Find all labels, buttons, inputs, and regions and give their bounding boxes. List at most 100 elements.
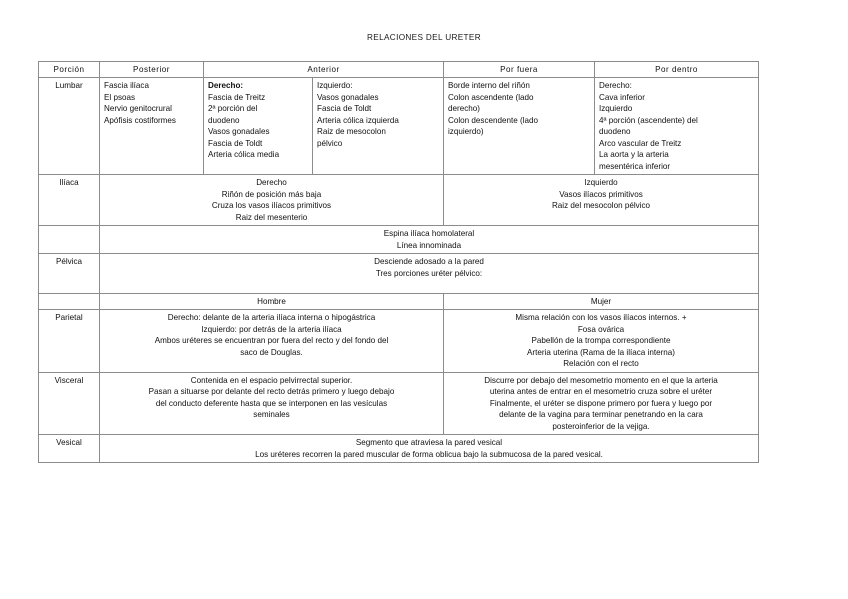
subheader-mujer: Mujer	[443, 292, 759, 311]
ureter-relations-table: Porción Posterior Anterior Por fuera Por…	[38, 60, 759, 464]
text-line: Desciende adosado a la pared	[374, 257, 484, 267]
text-line: 2ª porción del	[208, 104, 258, 114]
text-line: Arteria uterina (Rama de la ilíaca inter…	[526, 347, 675, 357]
row-label-empty	[38, 225, 100, 255]
row-label-empty	[38, 292, 100, 311]
subheading-izquierdo: Izquierdo:	[317, 81, 353, 91]
header-posterior: Posterior	[99, 60, 204, 79]
cell-lumbar-posterior: Fascia ilíaca El psoas Nervio genitocrur…	[99, 77, 204, 176]
text-line: del conducto deferente hasta que se inte…	[155, 398, 388, 408]
text-line: Vasos ilíacos primitivos	[559, 189, 643, 199]
text-line: Izquierdo	[584, 178, 618, 188]
row-label-pelvica: Pélvica	[38, 253, 100, 294]
text-line: Fascia de Treitz	[208, 92, 266, 102]
page-title: RELACIONES DEL URETER	[367, 33, 481, 42]
text-line: posteroinferior de la vejiga.	[552, 421, 650, 431]
subheader-hombre: Hombre	[99, 292, 444, 311]
cell-iliaca-izquierdo: Izquierdo Vasos ilíacos primitivos Raiz …	[443, 174, 759, 227]
text-line: Fosa ovárica	[577, 324, 625, 334]
text-line: delante de la vagina para terminar penet…	[499, 410, 703, 420]
text-line: pélvico	[317, 138, 343, 148]
table-row-visceral: Visceral Contenida en el espacio pelvirr…	[38, 371, 759, 436]
text-line	[104, 279, 754, 290]
text-line: duodeno	[208, 115, 240, 125]
text-line: uterina antes de entrar en el mesometrio…	[489, 387, 713, 397]
text-line: Fascia ilíaca	[104, 81, 149, 91]
text-line: Pabellón de la trompa correspondiente	[531, 336, 671, 346]
text-line: saco de Douglas.	[240, 347, 303, 357]
table-row-parietal: Parietal Derecho: delante de la arteria …	[38, 309, 759, 373]
text-line: seminales	[253, 410, 290, 420]
ureter-relations-table-wrapper: Porción Posterior Anterior Por fuera Por…	[38, 60, 759, 464]
text-line: Colon ascendente (lado	[448, 92, 534, 102]
text-line: Apófisis costiformes	[104, 115, 176, 125]
text-line: La aorta y la arteria	[599, 150, 669, 160]
cell-pelvica: Desciende adosado a la pared Tres porcio…	[99, 253, 759, 294]
table-row-espina-iliaca: Espina ilíaca homolateral Línea innomina…	[38, 225, 759, 255]
text-line: Segmento que atraviesa la pared vesical	[355, 438, 503, 448]
cell-parietal-mujer: Misma relación con los vasos ilíacos int…	[443, 309, 759, 373]
text-line: mesentérica inferior	[599, 161, 671, 171]
subheading-derecho: Derecho:	[208, 81, 244, 91]
text-line: Contenida en el espacio pelvirrectal sup…	[190, 375, 353, 385]
text-line: Arteria cólica media	[208, 150, 280, 160]
cell-visceral-hombre: Contenida en el espacio pelvirrectal sup…	[99, 371, 444, 436]
text-line: duodeno	[599, 127, 631, 137]
header-por-dentro: Por dentro	[594, 60, 759, 79]
text-line: Misma relación con los vasos ilíacos int…	[515, 313, 687, 323]
subheading-derecho: Derecho:	[599, 81, 632, 91]
header-porcion: Porción	[38, 60, 100, 79]
text-line: Raiz del mesocolon pélvico	[551, 201, 651, 211]
table-subheader-row-sexo: Hombre Mujer	[38, 292, 759, 311]
text-line: Vasos gonadales	[317, 92, 379, 102]
table-row-lumbar: Lumbar Fascia ilíaca El psoas Nervio gen…	[38, 77, 759, 176]
text-line: Línea innominada	[396, 240, 462, 250]
text-line: Vasos gonadales	[208, 127, 270, 137]
cell-lumbar-anterior-izquierdo: Izquierdo: Vasos gonadales Fascia de Tol…	[312, 77, 444, 176]
cell-parietal-hombre: Derecho: delante de la arteria ilíaca in…	[99, 309, 444, 373]
table-row-pelvica: Pélvica Desciende adosado a la pared Tre…	[38, 253, 759, 294]
text-line: Colon descendente (lado	[448, 115, 538, 125]
text-line: Discurre por debajo del mesometrio momen…	[484, 375, 718, 385]
text-line: Espina ilíaca homolateral	[383, 229, 475, 239]
text-line: Raiz del mesenterio	[235, 212, 308, 222]
text-line: Izquierdo: por detrás de la arteria ilía…	[201, 324, 342, 334]
cell-visceral-mujer: Discurre por debajo del mesometrio momen…	[443, 371, 759, 436]
table-header-row: Porción Posterior Anterior Por fuera Por…	[38, 60, 759, 79]
text-line: Derecho	[256, 178, 287, 188]
text-line: Raiz de mesocolon	[317, 127, 386, 137]
text-line: Pasan a situarse por delante del recto d…	[148, 387, 395, 397]
cell-iliaca-derecho: Derecho Riñón de posición más baja Cruza…	[99, 174, 444, 227]
cell-vesical: Segmento que atraviesa la pared vesical …	[99, 434, 759, 464]
text-line: Tres porciones uréter pélvico:	[375, 268, 483, 278]
table-row-iliaca: Ilíaca Derecho Riñón de posición más baj…	[38, 174, 759, 227]
row-label-lumbar: Lumbar	[38, 77, 100, 176]
row-label-parietal: Parietal	[38, 309, 100, 373]
text-line: Finalmente, el uréter se dispone primero…	[489, 398, 713, 408]
text-line: 4ª porción (ascendente) del	[599, 115, 698, 125]
text-line: Fascia de Toldt	[317, 104, 372, 114]
text-line: Ambos uréteres se encuentran por fuera d…	[154, 336, 389, 346]
cell-espina-iliaca: Espina ilíaca homolateral Línea innomina…	[99, 225, 759, 255]
row-label-visceral: Visceral	[38, 371, 100, 436]
text-line: Riñón de posición más baja	[221, 189, 322, 199]
cell-lumbar-por-dentro: Derecho: Cava inferior Izquierdo 4ª porc…	[594, 77, 759, 176]
cell-lumbar-anterior-derecho: Derecho: Fascia de Treitz 2ª porción del…	[203, 77, 313, 176]
text-line: Nervio genitocrural	[104, 104, 172, 114]
text-line: El psoas	[104, 92, 136, 102]
row-label-vesical: Vesical	[38, 434, 100, 464]
text-line: Fascia de Toldt	[208, 138, 263, 148]
text-line: Derecho: delante de la arteria ilíaca in…	[167, 313, 376, 323]
text-line: Borde interno del riñón	[448, 81, 530, 91]
text-line: derecho)	[448, 104, 480, 114]
text-line: Relación con el recto	[563, 359, 639, 369]
text-line: izquierdo)	[448, 127, 484, 137]
text-line: Izquierdo	[599, 104, 633, 114]
text-line: Los uréteres recorren la pared muscular …	[255, 449, 603, 459]
text-line: Arco vascular de Treitz	[599, 138, 682, 148]
text-line: Cava inferior	[599, 92, 645, 102]
text-line: Arteria cólica izquierda	[317, 115, 399, 125]
table-row-vesical: Vesical Segmento que atraviesa la pared …	[38, 434, 759, 464]
header-anterior: Anterior	[203, 60, 444, 79]
